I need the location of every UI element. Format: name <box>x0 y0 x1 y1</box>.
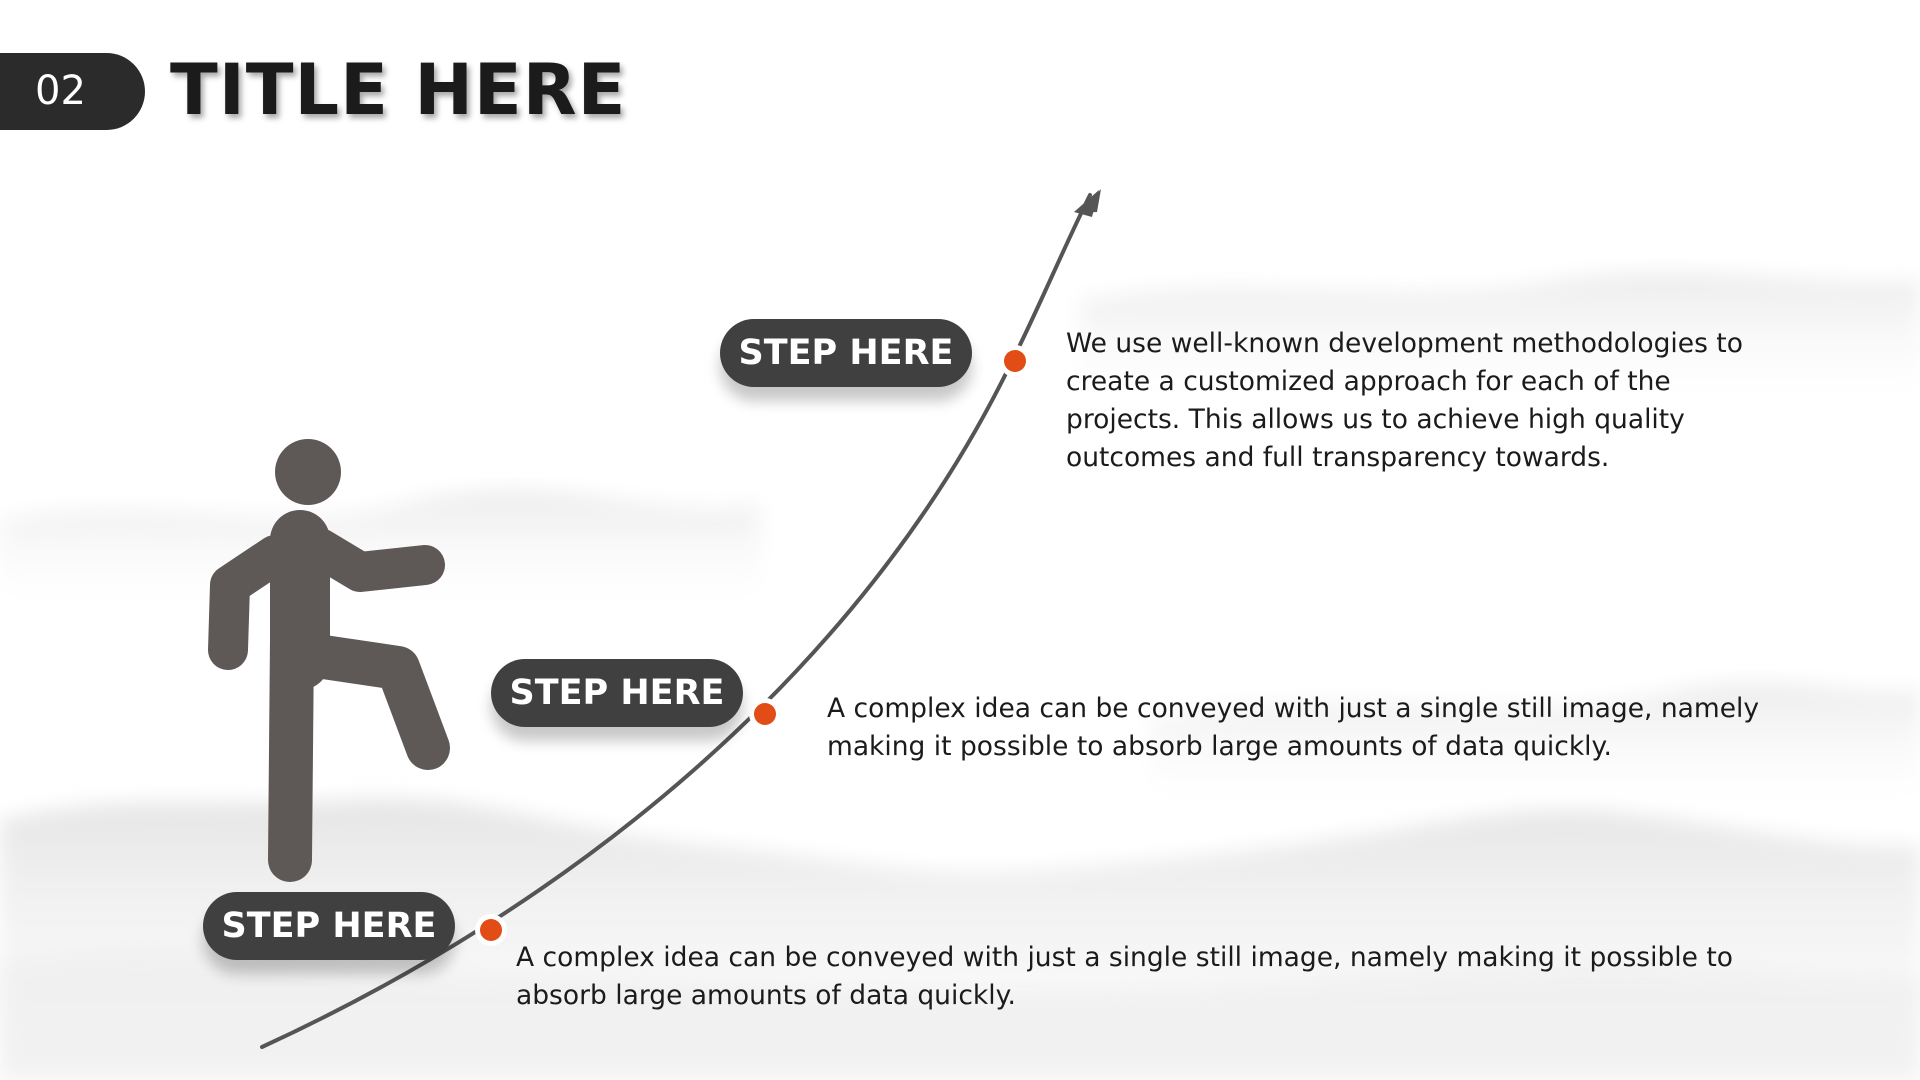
step-description-1: A complex idea can be conveyed with just… <box>516 942 1733 1011</box>
orange-dot-icon <box>749 698 781 730</box>
orange-dot-icon <box>475 914 507 946</box>
arrow-head <box>1074 190 1099 217</box>
step-description-3: We use well-known development methodolog… <box>1066 328 1743 473</box>
growth-curve <box>260 193 1092 1049</box>
step-label-3: STEP HERE <box>720 319 972 387</box>
climbing-person-icon <box>208 439 450 882</box>
slide-number-badge: 02 <box>0 53 145 130</box>
step-label-2: STEP HERE <box>491 659 743 727</box>
step-label-1: STEP HERE <box>203 892 455 960</box>
step-description-2: A complex idea can be conveyed with just… <box>827 693 1760 762</box>
slide-title: TITLE HERE <box>170 49 627 131</box>
orange-dot-icon <box>999 345 1031 377</box>
